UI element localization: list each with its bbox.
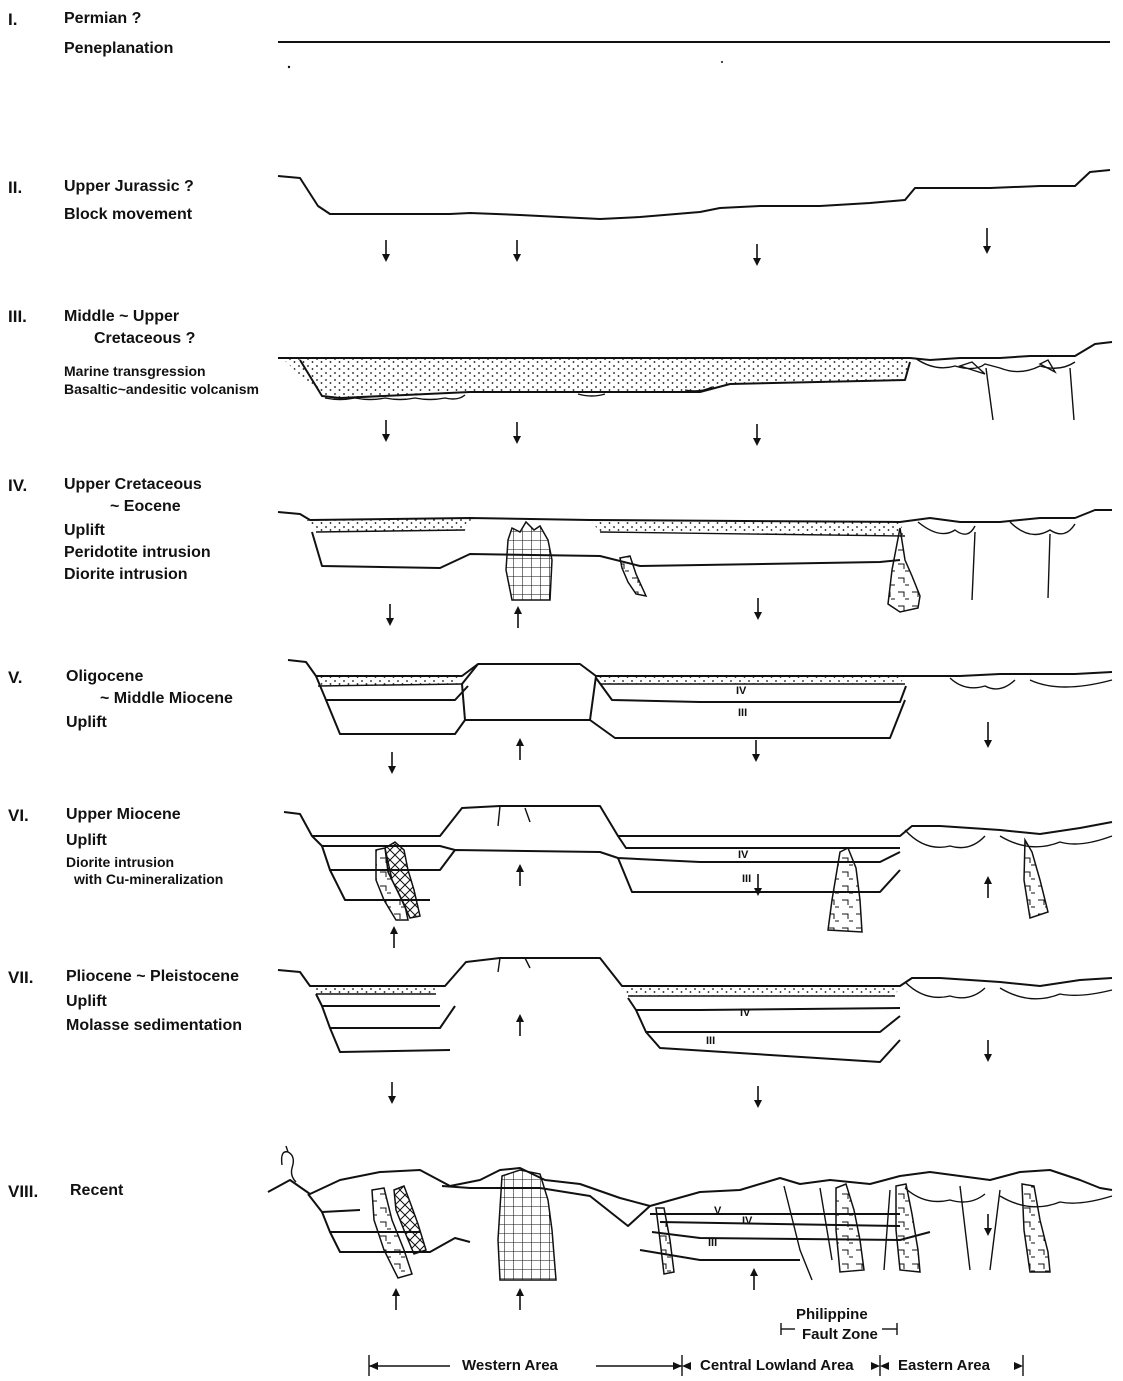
section-5: IV III [288,660,1112,774]
unit-iv-label-vi: IV [738,849,749,861]
section-1 [278,42,1110,68]
section-3-arrows [382,420,761,446]
section-2-arrows [382,228,991,266]
section-7: IV III [278,958,1112,1108]
unit-iv-label-vii: IV [740,1007,751,1019]
unit-iii-label-v: III [738,707,747,719]
western-area-label: Western Area [462,1356,558,1376]
section-4-arrows [386,598,762,628]
fault-zone-label-2: Fault Zone [802,1326,878,1344]
section-5-arrows [388,722,992,774]
unit-v-label-viii: V [714,1205,722,1217]
unit-iii-label-vi: III [742,873,751,885]
section-3 [278,342,1112,446]
section-7-arrows [388,1014,992,1108]
fault-zone-label-1: Philippine [796,1306,868,1324]
section-2 [278,170,1110,266]
unit-iv-label-viii: IV [742,1215,753,1227]
section-6: IV III [284,806,1112,948]
unit-iv-label-v: IV [736,685,747,697]
section-6-arrows [390,864,992,948]
unit-iii-label-vii: III [706,1035,715,1047]
eastern-area-label: Eastern Area [898,1356,990,1376]
section-8: V IV III [268,1146,1112,1310]
unit-iii-label-viii: III [708,1237,717,1249]
section-4 [278,510,1112,628]
central-lowland-area-label: Central Lowland Area [700,1356,854,1376]
